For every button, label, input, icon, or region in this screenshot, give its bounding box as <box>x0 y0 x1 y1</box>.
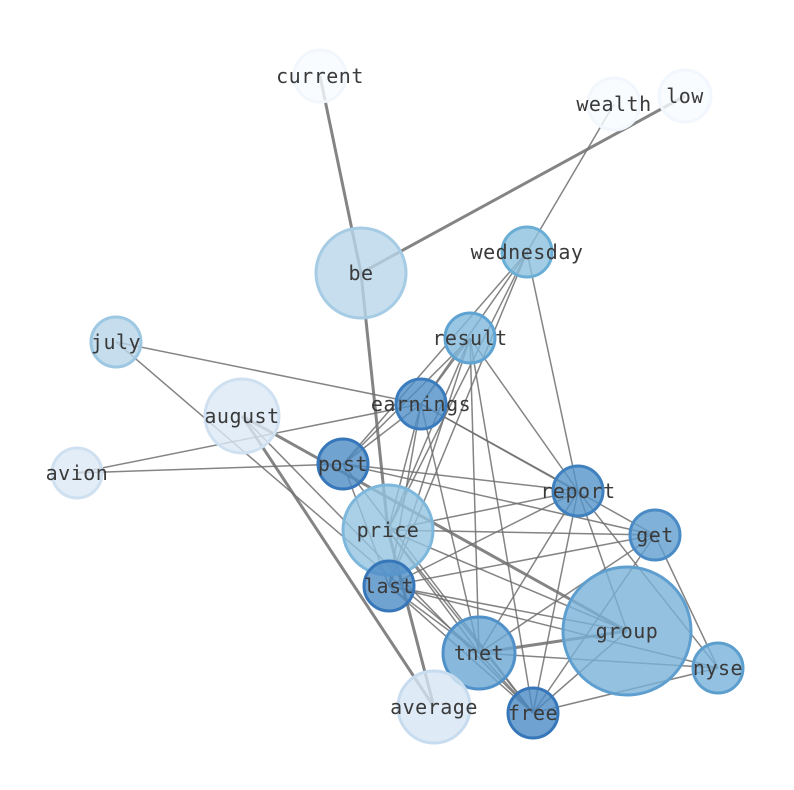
edge-avion-post <box>76 463 344 474</box>
node-circle-wednesday <box>500 225 554 279</box>
node-free: free <box>506 686 560 740</box>
edge-wednesday-post <box>342 251 528 465</box>
edge-post-report <box>342 463 579 492</box>
node-low: low <box>657 68 713 124</box>
node-label-price: price <box>357 518 420 542</box>
node-price: price <box>341 483 435 577</box>
node-label-result: result <box>432 326 507 350</box>
edge-get-last <box>388 534 656 587</box>
node-circle-low <box>657 68 713 124</box>
node-circle-july <box>89 315 143 369</box>
node-label-earnings: earnings <box>371 392 471 416</box>
node-label-current: current <box>276 64 364 88</box>
edge-august-group <box>241 414 628 633</box>
node-label-nyse: nyse <box>693 656 743 680</box>
node-circle-group <box>561 565 693 697</box>
node-circle-earnings <box>394 377 448 431</box>
node-circle-current <box>292 48 348 104</box>
edge-earnings-tnet <box>420 403 480 654</box>
node-circle-post <box>316 437 370 491</box>
node-label-july: july <box>91 330 141 354</box>
node-label-tnet: tnet <box>454 641 504 665</box>
node-label-report: report <box>540 479 615 503</box>
node-layer: current wealth low be wednesday july result aug… <box>46 48 745 745</box>
node-current: current <box>276 48 364 104</box>
node-circle-last <box>362 559 416 613</box>
edge-result-free <box>469 337 534 714</box>
edge-july-earnings <box>115 341 422 405</box>
edge-august-average <box>240 415 436 708</box>
node-label-be: be <box>348 261 373 285</box>
node-last: last <box>362 559 416 613</box>
node-circle-average <box>396 669 472 745</box>
node-wednesday: wednesday <box>471 225 584 279</box>
node-label-average: average <box>390 695 478 719</box>
node-circle-result <box>443 311 497 365</box>
node-label-post: post <box>318 452 368 476</box>
node-circle-get <box>628 508 682 562</box>
node-circle-august <box>203 377 281 455</box>
node-august: august <box>203 377 281 455</box>
edge-earnings-get <box>420 403 656 536</box>
node-get: get <box>628 508 682 562</box>
node-be: be <box>314 226 408 320</box>
node-circle-be <box>314 226 408 320</box>
node-avion: avion <box>46 446 109 500</box>
edge-result-report <box>469 337 579 492</box>
node-report: report <box>540 464 615 518</box>
node-label-august: august <box>204 404 279 428</box>
node-circle-wealth <box>586 76 642 132</box>
node-nyse: nyse <box>691 641 745 695</box>
node-circle-nyse <box>691 641 745 695</box>
node-label-low: low <box>666 84 704 108</box>
node-earnings: earnings <box>371 377 471 431</box>
edge-wednesday-price <box>387 251 528 531</box>
node-tnet: tnet <box>441 615 517 691</box>
node-wealth: wealth <box>576 76 651 132</box>
node-average: average <box>390 669 478 745</box>
node-result: result <box>432 311 507 365</box>
edge-wealth-wednesday <box>526 103 615 253</box>
node-label-get: get <box>636 523 674 547</box>
node-circle-avion <box>50 446 104 500</box>
node-circle-tnet <box>441 615 517 691</box>
node-circle-report <box>551 464 605 518</box>
node-july: july <box>89 315 143 369</box>
node-group: group <box>561 565 693 697</box>
node-label-wednesday: wednesday <box>471 240 584 264</box>
node-circle-free <box>506 686 560 740</box>
node-label-last: last <box>364 574 414 598</box>
edge-wednesday-report <box>526 251 579 492</box>
node-label-avion: avion <box>46 461 109 485</box>
edge-result-tnet <box>469 337 480 654</box>
node-post: post <box>316 437 370 491</box>
node-label-wealth: wealth <box>576 92 651 116</box>
node-label-free: free <box>508 701 558 725</box>
node-label-group: group <box>596 619 659 643</box>
